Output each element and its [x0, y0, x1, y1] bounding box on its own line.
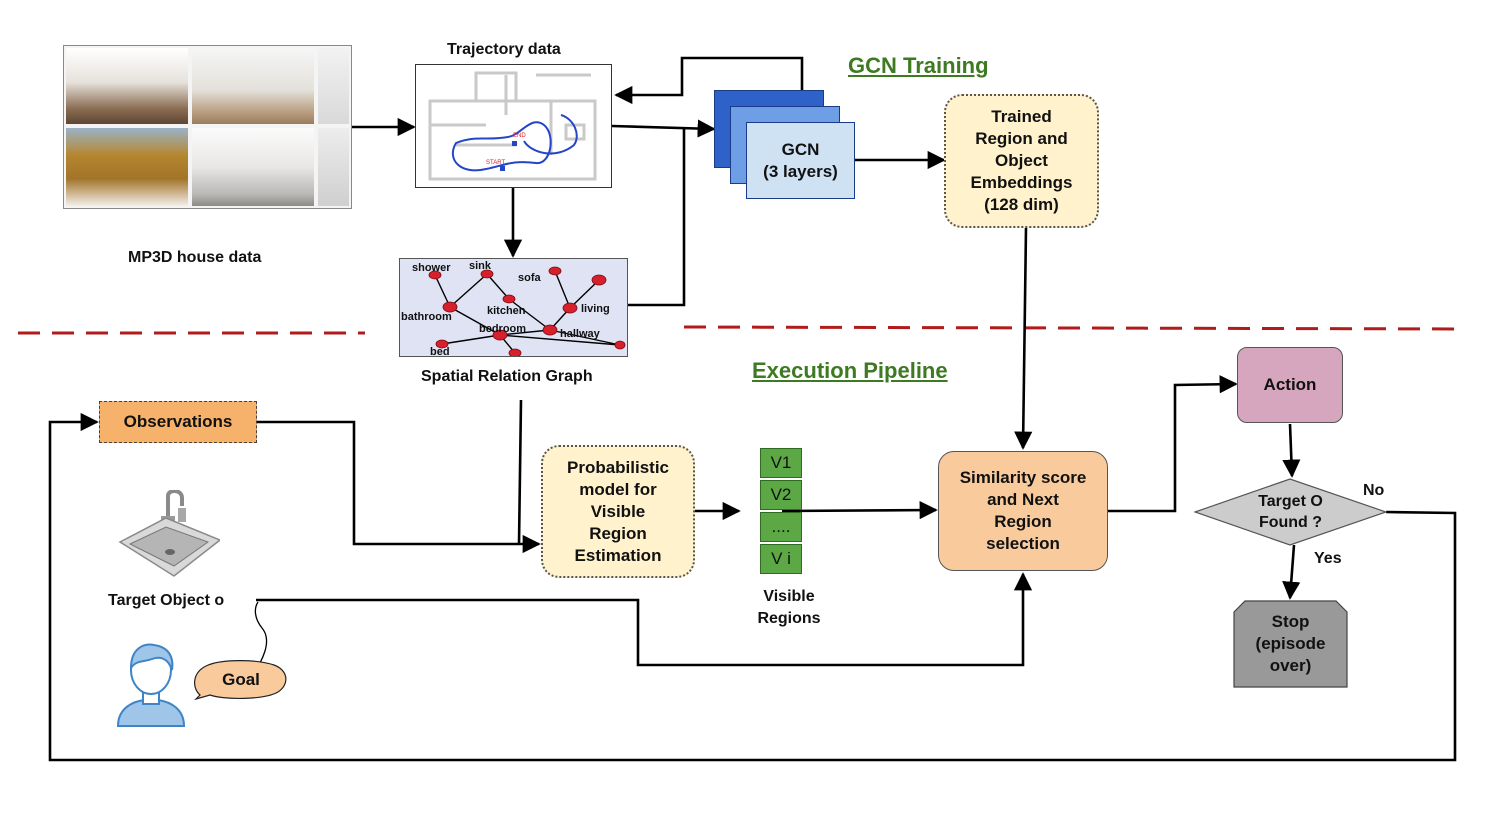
visible-region-ellipsis: .... [760, 512, 802, 542]
arrow-similarity-to-action [1108, 375, 1238, 513]
arrow-embeddings-to-similarity [1014, 227, 1033, 450]
spatial-relation-graph: shower sink sofa bathroom kitchen living… [399, 258, 628, 357]
action-box: Action [1237, 347, 1343, 423]
visible-regions-label: Visible Regions [757, 588, 821, 627]
graph-node-kitchen: kitchen [487, 305, 526, 317]
arrow-observations-to-prob [256, 420, 541, 554]
edge-label-yes: Yes [1314, 550, 1342, 567]
arrow-graph-to-gcn [628, 129, 686, 307]
sink-icon [116, 489, 222, 582]
visible-region-vi: V i [760, 544, 802, 574]
photo-dining-room [192, 48, 314, 124]
arrow-trajectory-to-gcn [611, 119, 716, 138]
trajectory-end-label: END [513, 133, 526, 139]
photo-living-room [66, 48, 188, 124]
graph-node-living: living [581, 303, 610, 315]
arrow-no-loop [48, 412, 1457, 762]
graph-drawing: shower sink sofa bathroom kitchen living… [401, 260, 626, 357]
graph-node-bathroom: bathroom [401, 311, 452, 323]
trajectory-data-label: Trajectory data [447, 41, 561, 58]
mp3d-house-photos [63, 45, 352, 209]
line-graph-to-prob [517, 399, 523, 545]
mp3d-house-data-label: MP3D house data [128, 249, 262, 266]
goal-bubble: Goal [194, 660, 288, 700]
graph-node-sofa: sofa [518, 272, 542, 284]
decision-diamond: Target O Found ? [1194, 478, 1387, 546]
arrow-target-to-similarity [256, 572, 1033, 667]
execution-pipeline-header: Execution Pipeline [752, 358, 948, 383]
graph-node-shower: shower [412, 262, 451, 274]
gcn-box: GCN (3 layers) [746, 122, 855, 199]
gcn-training-header: GCN Training [848, 53, 989, 78]
graph-node-bed: bed [430, 346, 450, 357]
graph-node-sink: sink [469, 260, 492, 272]
target-object-label: Target Object o [108, 592, 225, 609]
probabilistic-model-box: Probabilistic model for Visible Region E… [541, 445, 695, 578]
arrow-gcn-to-trajectory [614, 56, 804, 150]
arrow-visible-to-similarity [781, 501, 938, 520]
graph-node-bedroom: bedroom [479, 323, 526, 335]
arrow-decision-to-stop [1282, 544, 1301, 600]
observations-box: Observations [99, 401, 257, 443]
goal-text: Goal [222, 670, 260, 689]
decision-text: Target O Found ? [1258, 493, 1323, 531]
visible-region-v2: V2 [760, 480, 802, 510]
divider-right [683, 325, 1466, 331]
trained-embeddings-box: Trained Region and Object Embeddings (12… [944, 94, 1099, 228]
similarity-box: Similarity score and Next Region selecti… [938, 451, 1108, 571]
trajectory-map-drawing: END START [428, 71, 597, 181]
photo-kitchen [66, 128, 188, 206]
photo-cropped-1 [318, 48, 349, 124]
spatial-relation-graph-label: Spatial Relation Graph [421, 368, 593, 385]
photo-bedroom [192, 128, 314, 206]
visible-region-v1: V1 [760, 448, 802, 478]
edge-label-no: No [1363, 482, 1385, 499]
stop-octagon: Stop (episode over) [1233, 600, 1348, 688]
trajectory-map: END START [415, 64, 612, 188]
photo-cropped-2 [318, 128, 349, 206]
arrow-action-to-decision [1282, 423, 1301, 478]
stop-text: Stop (episode over) [1255, 612, 1326, 675]
person-icon [114, 640, 188, 728]
graph-node-hallway: hallway [560, 328, 601, 340]
trajectory-start-label: START [486, 160, 505, 166]
